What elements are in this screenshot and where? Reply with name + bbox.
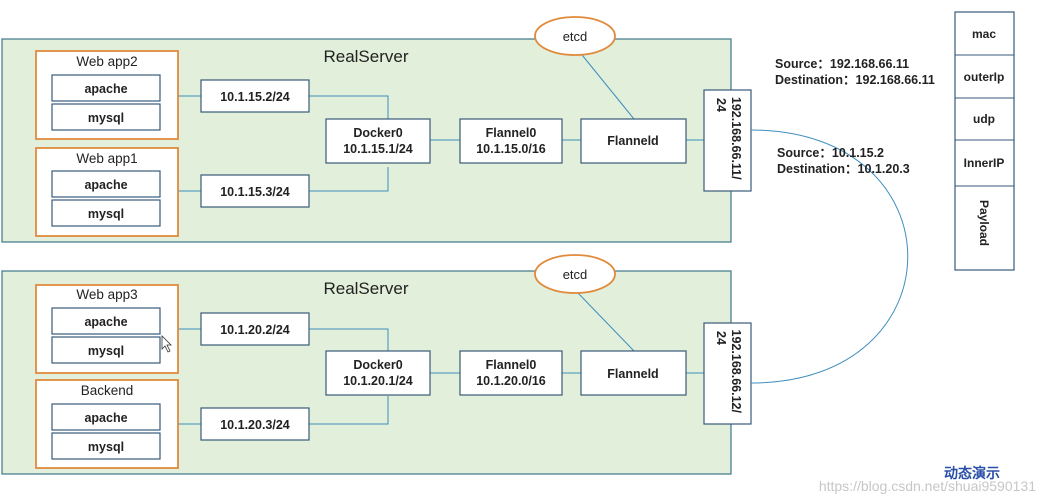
docker0-name: Docker0 — [353, 358, 402, 372]
inner-packet-source: Source：10.1.15.2 — [777, 146, 884, 160]
host-nic-box — [703, 89, 752, 192]
connector-ip-to-docker — [309, 167, 389, 192]
watermark: https://blog.csdn.net/shuai9590131 — [819, 478, 1036, 494]
docker0-name: Docker0 — [353, 126, 402, 140]
flannel0-name: Flannel0 — [486, 358, 537, 372]
connector-etcd-to-flanneld — [577, 292, 635, 352]
container-ip-label: 10.1.20.2/24 — [220, 323, 290, 337]
mysql-service-box — [51, 103, 161, 131]
app-group-title: Web app1 — [76, 151, 137, 166]
packet-layer-stack: mac outerIp udp InnerIP Payload — [954, 11, 1015, 271]
container-ip-label: 10.1.15.3/24 — [220, 185, 290, 199]
mysql-service-label: mysql — [88, 440, 124, 454]
apache-service-label: apache — [84, 315, 127, 329]
inner-packet-destination: Destination：10.1.20.3 — [777, 162, 910, 176]
host-nic-box — [703, 322, 752, 425]
mysql-service-label: mysql — [88, 344, 124, 358]
host-1-title: RealServer — [323, 47, 408, 66]
packet-layer-label: InnerIP — [964, 156, 1005, 170]
etcd-label: etcd — [563, 29, 588, 44]
app-group-backend: Backend apache mysql — [35, 379, 179, 469]
apache-service-label: apache — [84, 82, 127, 96]
docker0-bridge-box — [325, 118, 431, 164]
host-nic-ip-part: 24 — [714, 98, 728, 112]
mysql-service-label: mysql — [88, 111, 124, 125]
apache-service-label: apache — [84, 178, 127, 192]
container-ip-box — [200, 407, 310, 441]
host-2-title: RealServer — [323, 279, 408, 298]
app-group-web-app1: Web app1 apache mysql — [35, 147, 179, 237]
app-group-title: Backend — [81, 383, 134, 398]
host-nic-ip-part: 192.168.66.11/ — [729, 97, 743, 180]
mysql-service-box — [51, 199, 161, 227]
inner-packet-info: Source：10.1.15.2 Destination：10.1.20.3 — [777, 146, 910, 176]
container-ip-label: 10.1.15.2/24 — [220, 90, 290, 104]
apache-service-box — [51, 403, 161, 431]
etcd-label: etcd — [563, 267, 588, 282]
flannel0-name: Flannel0 — [486, 126, 537, 140]
outer-packet-destination: Destination：192.168.66.11 — [775, 73, 935, 87]
host-nic-ip: 192.168.66.11/ 24 — [714, 97, 743, 183]
container-ip-box — [200, 79, 310, 113]
docker0-ip: 10.1.20.1/24 — [343, 374, 413, 388]
mysql-service-box — [51, 336, 161, 364]
flannel0-box — [459, 350, 563, 396]
docker0-bridge-box — [325, 350, 431, 396]
mysql-service-box — [51, 432, 161, 460]
connector-etcd-to-flanneld — [577, 49, 635, 120]
container-ip-box — [200, 312, 310, 346]
container-ip-label: 10.1.20.3/24 — [220, 418, 290, 432]
app-group-web-app2: Web app2 apache mysql — [35, 50, 179, 140]
app-group-title: Web app2 — [76, 54, 137, 69]
host-nic-ip-part: 192.168.66.12/ — [729, 330, 743, 414]
demo-label[interactable]: 动态演示 — [944, 465, 1000, 481]
flanneld-box — [580, 118, 687, 164]
host-nic-ip-part: 24 — [714, 331, 728, 345]
flanneld-label: Flanneld — [607, 134, 658, 148]
container-ip-box — [200, 174, 310, 208]
packet-layer-label: udp — [973, 112, 995, 126]
udp-tunnel-curve — [750, 129, 909, 384]
outer-packet-source: Source：192.168.66.11 — [775, 57, 909, 71]
packet-layer-label: mac — [972, 27, 996, 41]
app-group-title: Web app3 — [76, 287, 137, 302]
packet-layer-label: Payload — [977, 200, 991, 246]
connector-ip-to-docker — [309, 328, 389, 351]
mysql-service-label: mysql — [88, 207, 124, 221]
docker0-ip: 10.1.15.1/24 — [343, 142, 413, 156]
flannel0-ip: 10.1.20.0/16 — [476, 374, 546, 388]
connector-ip-to-docker — [309, 396, 389, 425]
etcd-node — [534, 16, 616, 56]
host-realserver-1: RealServer Web app2 apache mysql Web app… — [1, 16, 752, 243]
mouse-cursor-icon — [161, 335, 172, 353]
flannel0-ip: 10.1.15.0/16 — [476, 142, 546, 156]
etcd-node — [534, 254, 616, 294]
flanneld-label: Flanneld — [607, 367, 658, 381]
app-group-web-app3: Web app3 apache mysql — [35, 284, 179, 374]
apache-service-label: apache — [84, 411, 127, 425]
host-realserver-2: RealServer Web app3 apache mysql Backend… — [1, 254, 752, 475]
flannel0-box — [459, 118, 563, 164]
outer-packet-info: Source：192.168.66.11 Destination：192.168… — [775, 57, 935, 87]
apache-service-box — [51, 307, 161, 335]
apache-service-box — [51, 74, 161, 102]
packet-layer-label: outerIp — [964, 70, 1005, 84]
flanneld-box — [580, 350, 687, 396]
apache-service-box — [51, 170, 161, 198]
connector-ip-to-docker — [309, 95, 389, 119]
host-nic-ip: 192.168.66.12/ 24 — [714, 330, 743, 417]
